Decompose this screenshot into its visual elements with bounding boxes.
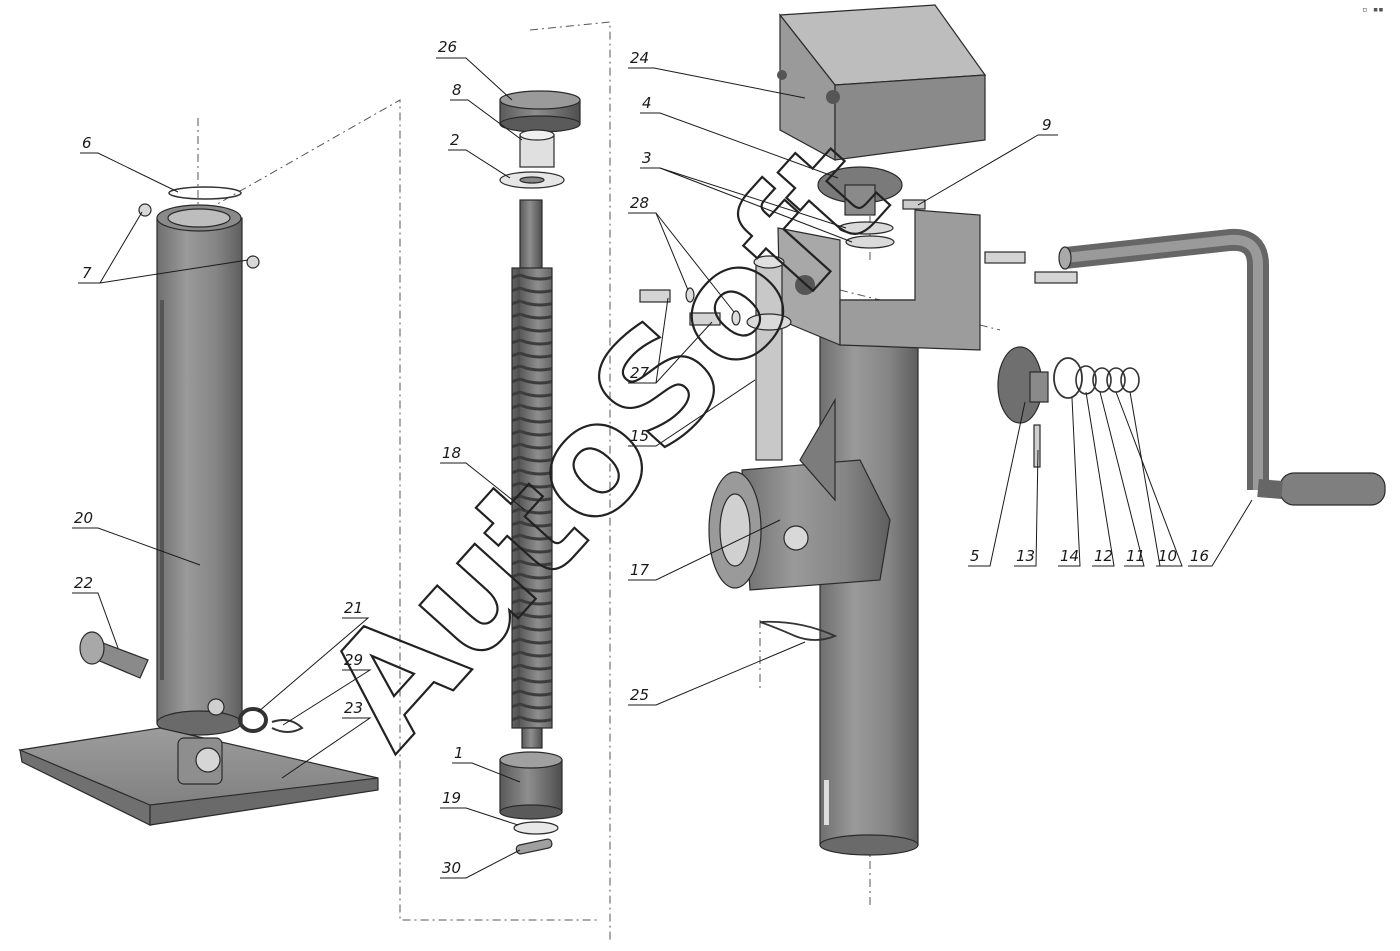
part-20-outer-tube bbox=[156, 204, 243, 736]
callout-11: 11 bbox=[1126, 547, 1145, 565]
callout-25: 25 bbox=[630, 686, 649, 704]
callout-28: 28 bbox=[630, 194, 649, 212]
callout-9: 9 bbox=[1042, 116, 1052, 134]
callout-23: 23 bbox=[344, 699, 363, 717]
callout-2: 2 bbox=[450, 131, 460, 149]
callout-17: 17 bbox=[630, 561, 650, 579]
part-5-bevel-pinion bbox=[997, 346, 1049, 424]
callout-8: 8 bbox=[452, 81, 462, 99]
part-3-washers bbox=[838, 221, 895, 249]
part-19-washer bbox=[513, 821, 559, 835]
callout-1: 1 bbox=[454, 744, 464, 762]
callout-27: 27 bbox=[630, 364, 650, 382]
part-2-washer bbox=[499, 171, 565, 189]
part-7-screws bbox=[138, 203, 260, 269]
callout-24: 24 bbox=[630, 49, 649, 67]
corner-mark: ▫ ▪▪ bbox=[1362, 5, 1384, 15]
callout-12: 12 bbox=[1094, 547, 1113, 565]
callout-26: 26 bbox=[438, 38, 457, 56]
part-18-lead-screw bbox=[511, 199, 553, 749]
callout-22: 22 bbox=[74, 574, 93, 592]
part-22-pin bbox=[79, 631, 149, 679]
callout-14: 14 bbox=[1060, 547, 1079, 565]
callout-19: 19 bbox=[442, 789, 461, 807]
callout-4: 4 bbox=[642, 94, 652, 112]
callout-labels: 26 8 2 6 7 20 22 21 29 23 18 1 19 30 24 … bbox=[74, 38, 1209, 877]
leader-lines bbox=[72, 57, 1253, 879]
callout-13: 13 bbox=[1016, 547, 1035, 565]
callout-6: 6 bbox=[82, 134, 92, 152]
callout-29: 29 bbox=[344, 651, 363, 669]
part-9-bolts bbox=[902, 199, 1078, 284]
part-8-bushing bbox=[519, 129, 555, 168]
callout-5: 5 bbox=[970, 547, 980, 565]
part-26-nut bbox=[499, 90, 581, 133]
part-25-cotter-pin bbox=[759, 620, 838, 641]
part-23-base-plate bbox=[18, 727, 379, 826]
part-1-lower-bushing bbox=[499, 751, 563, 820]
part-27-bolts bbox=[639, 289, 721, 326]
part-17-housing bbox=[708, 209, 981, 856]
part-24-cover bbox=[777, 4, 987, 162]
part-13-pin bbox=[1033, 424, 1041, 468]
callout-16: 16 bbox=[1190, 547, 1209, 565]
callout-20: 20 bbox=[74, 509, 93, 527]
callout-15: 15 bbox=[630, 427, 649, 445]
part-15-pin bbox=[746, 255, 792, 461]
callout-3: 3 bbox=[642, 149, 652, 167]
callout-7: 7 bbox=[82, 264, 92, 282]
callout-10: 10 bbox=[1158, 547, 1177, 565]
part-29-cotter-clip bbox=[271, 719, 304, 733]
part-6-snap-ring bbox=[168, 186, 242, 200]
part-4-bevel-gear bbox=[817, 166, 903, 216]
callout-21: 21 bbox=[344, 599, 363, 617]
part-10-12-14-washers bbox=[1053, 357, 1140, 399]
part-28-washers bbox=[685, 287, 741, 326]
part-21-washer bbox=[238, 707, 268, 733]
callout-30: 30 bbox=[442, 859, 461, 877]
callout-18: 18 bbox=[442, 444, 461, 462]
part-16-crank-handle bbox=[1058, 228, 1386, 506]
part-30-pin bbox=[515, 838, 553, 855]
